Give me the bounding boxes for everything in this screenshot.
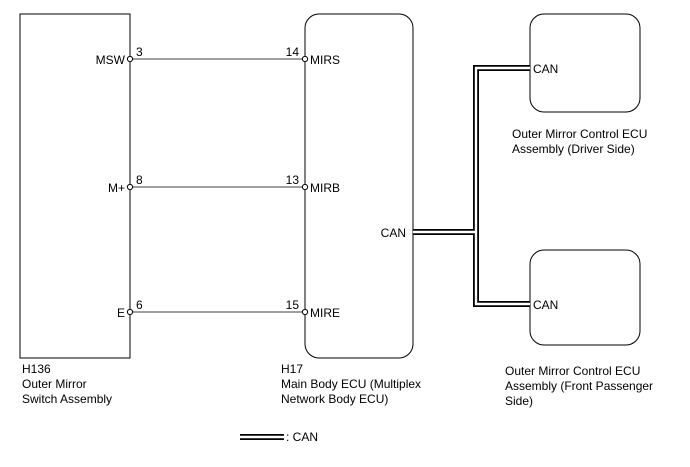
- switch-assembly-box: [19, 13, 131, 359]
- driver-ecu-name-line1: Outer Mirror Control ECU: [512, 127, 647, 141]
- pin-label-mirb: MIRB: [310, 181, 340, 195]
- driver-ecu-name-line2: Assembly (Driver Side): [512, 142, 635, 156]
- pin-label-mplus: M+: [108, 181, 125, 195]
- pin-connector: [301, 308, 309, 316]
- can-bus: [413, 65, 530, 307]
- pin-label-mire: MIRE: [310, 306, 340, 320]
- pin-number-3: 3: [136, 45, 143, 59]
- main-ecu-name-line2: Network Body ECU): [281, 392, 388, 406]
- pin-connector: [301, 183, 309, 191]
- switch-assembly-name-line1: Outer Mirror: [22, 377, 87, 391]
- pin-label-msw: MSW: [96, 53, 126, 67]
- pin-number-14: 14: [286, 45, 300, 59]
- pin-number-6: 6: [136, 298, 143, 312]
- passenger-ecu-box: [529, 249, 641, 346]
- pin-number-15: 15: [286, 298, 300, 312]
- passenger-ecu-name-line2: Assembly (Front Passenger: [505, 379, 653, 393]
- passenger-ecu-name-line3: Side): [505, 394, 533, 408]
- passenger-ecu-can-label: CAN: [533, 298, 558, 312]
- pin-label-e: E: [117, 306, 125, 320]
- pin-connector: [126, 183, 134, 191]
- pin-label-mirs: MIRS: [310, 53, 340, 67]
- driver-ecu-box: [529, 13, 641, 113]
- pin-connector: [126, 55, 134, 63]
- switch-assembly-name-line2: Switch Assembly: [22, 392, 112, 406]
- passenger-ecu-name-line1: Outer Mirror Control ECU: [505, 364, 640, 378]
- main-ecu-code: H17: [281, 362, 303, 376]
- main-ecu-can-label: CAN: [381, 226, 406, 240]
- pin-connector: [301, 55, 309, 63]
- pin-number-8: 8: [136, 173, 143, 187]
- pin-connector: [126, 308, 134, 316]
- can-legend-label: : CAN: [286, 430, 318, 444]
- driver-ecu-can-label: CAN: [533, 62, 558, 76]
- pin-number-13: 13: [286, 173, 300, 187]
- switch-assembly-code: H136: [22, 362, 51, 376]
- main-ecu-name-line1: Main Body ECU (Multiplex: [281, 377, 421, 391]
